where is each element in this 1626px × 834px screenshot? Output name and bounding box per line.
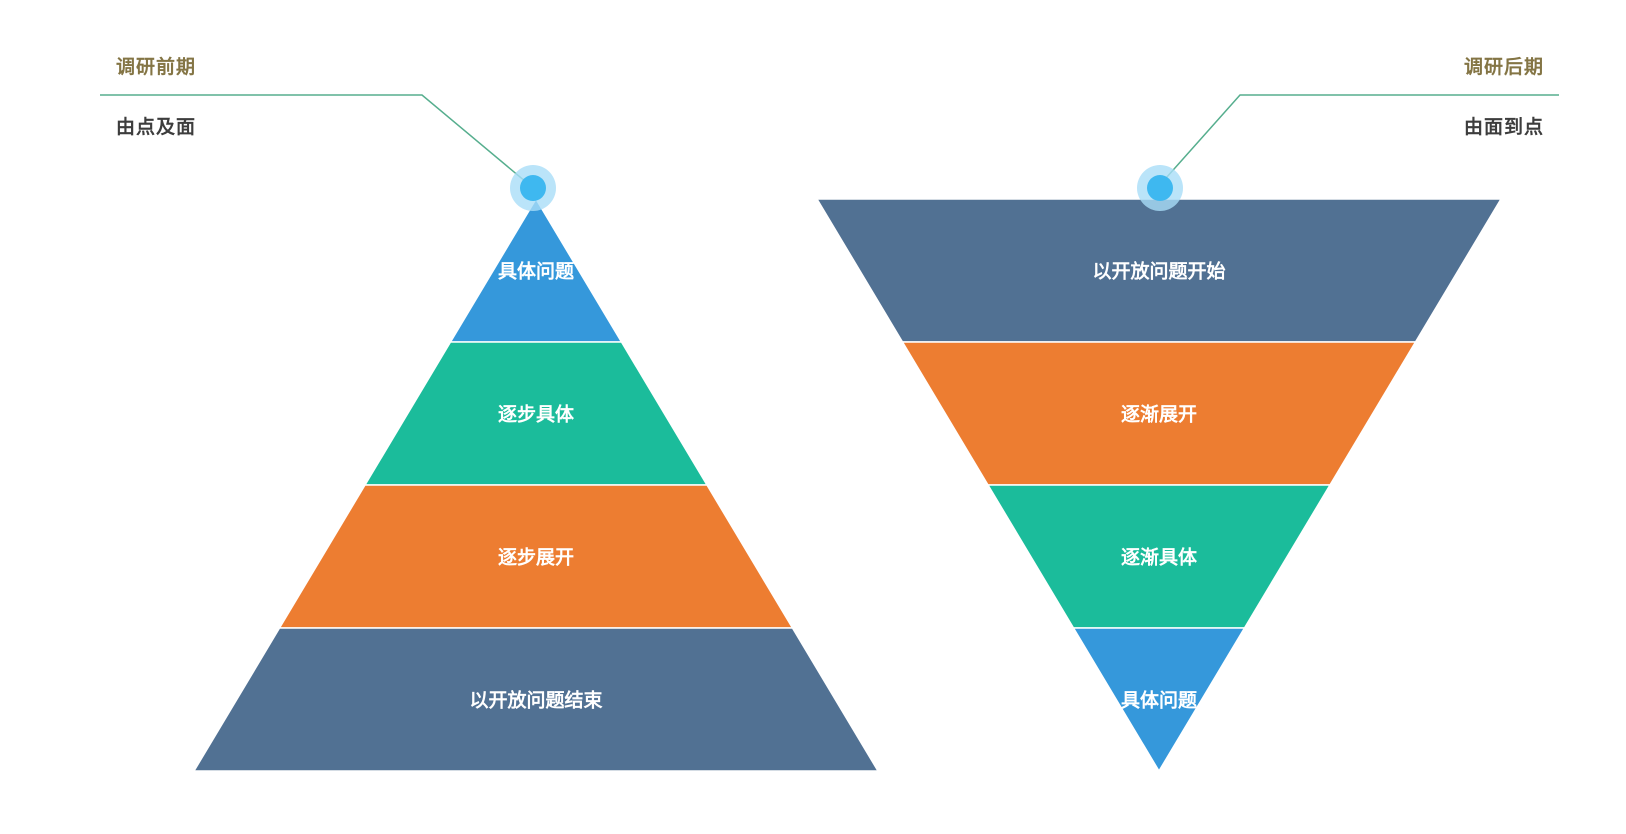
left-layer-label-2: 逐步具体 xyxy=(498,403,575,426)
right-phase-subtitle: 由面到点 xyxy=(1463,116,1544,138)
left-marker-dot xyxy=(510,165,556,211)
left-layer-4 xyxy=(192,627,880,772)
right-marker-dot xyxy=(1137,165,1183,211)
left-phase-subtitle: 由点及面 xyxy=(116,116,197,138)
right-layer-4 xyxy=(1072,627,1246,773)
left-layer-label-4: 以开放问题结束 xyxy=(469,689,603,712)
right-layer-label-2: 逐渐展开 xyxy=(1121,403,1197,426)
right-connector-line xyxy=(1157,94,1559,188)
right-layer-label-1: 以开放问题开始 xyxy=(1092,260,1225,283)
left-layer-label-1: 具体问题 xyxy=(498,260,574,283)
left-connector-line xyxy=(100,94,533,188)
right-phase-title: 调研后期 xyxy=(1463,56,1544,78)
right-layer-label-4: 具体问题 xyxy=(1121,689,1197,712)
right-layer-label-3: 逐渐具体 xyxy=(1121,546,1198,569)
left-layer-label-3: 逐步展开 xyxy=(498,547,574,569)
left-phase-title: 调研前期 xyxy=(116,56,197,78)
